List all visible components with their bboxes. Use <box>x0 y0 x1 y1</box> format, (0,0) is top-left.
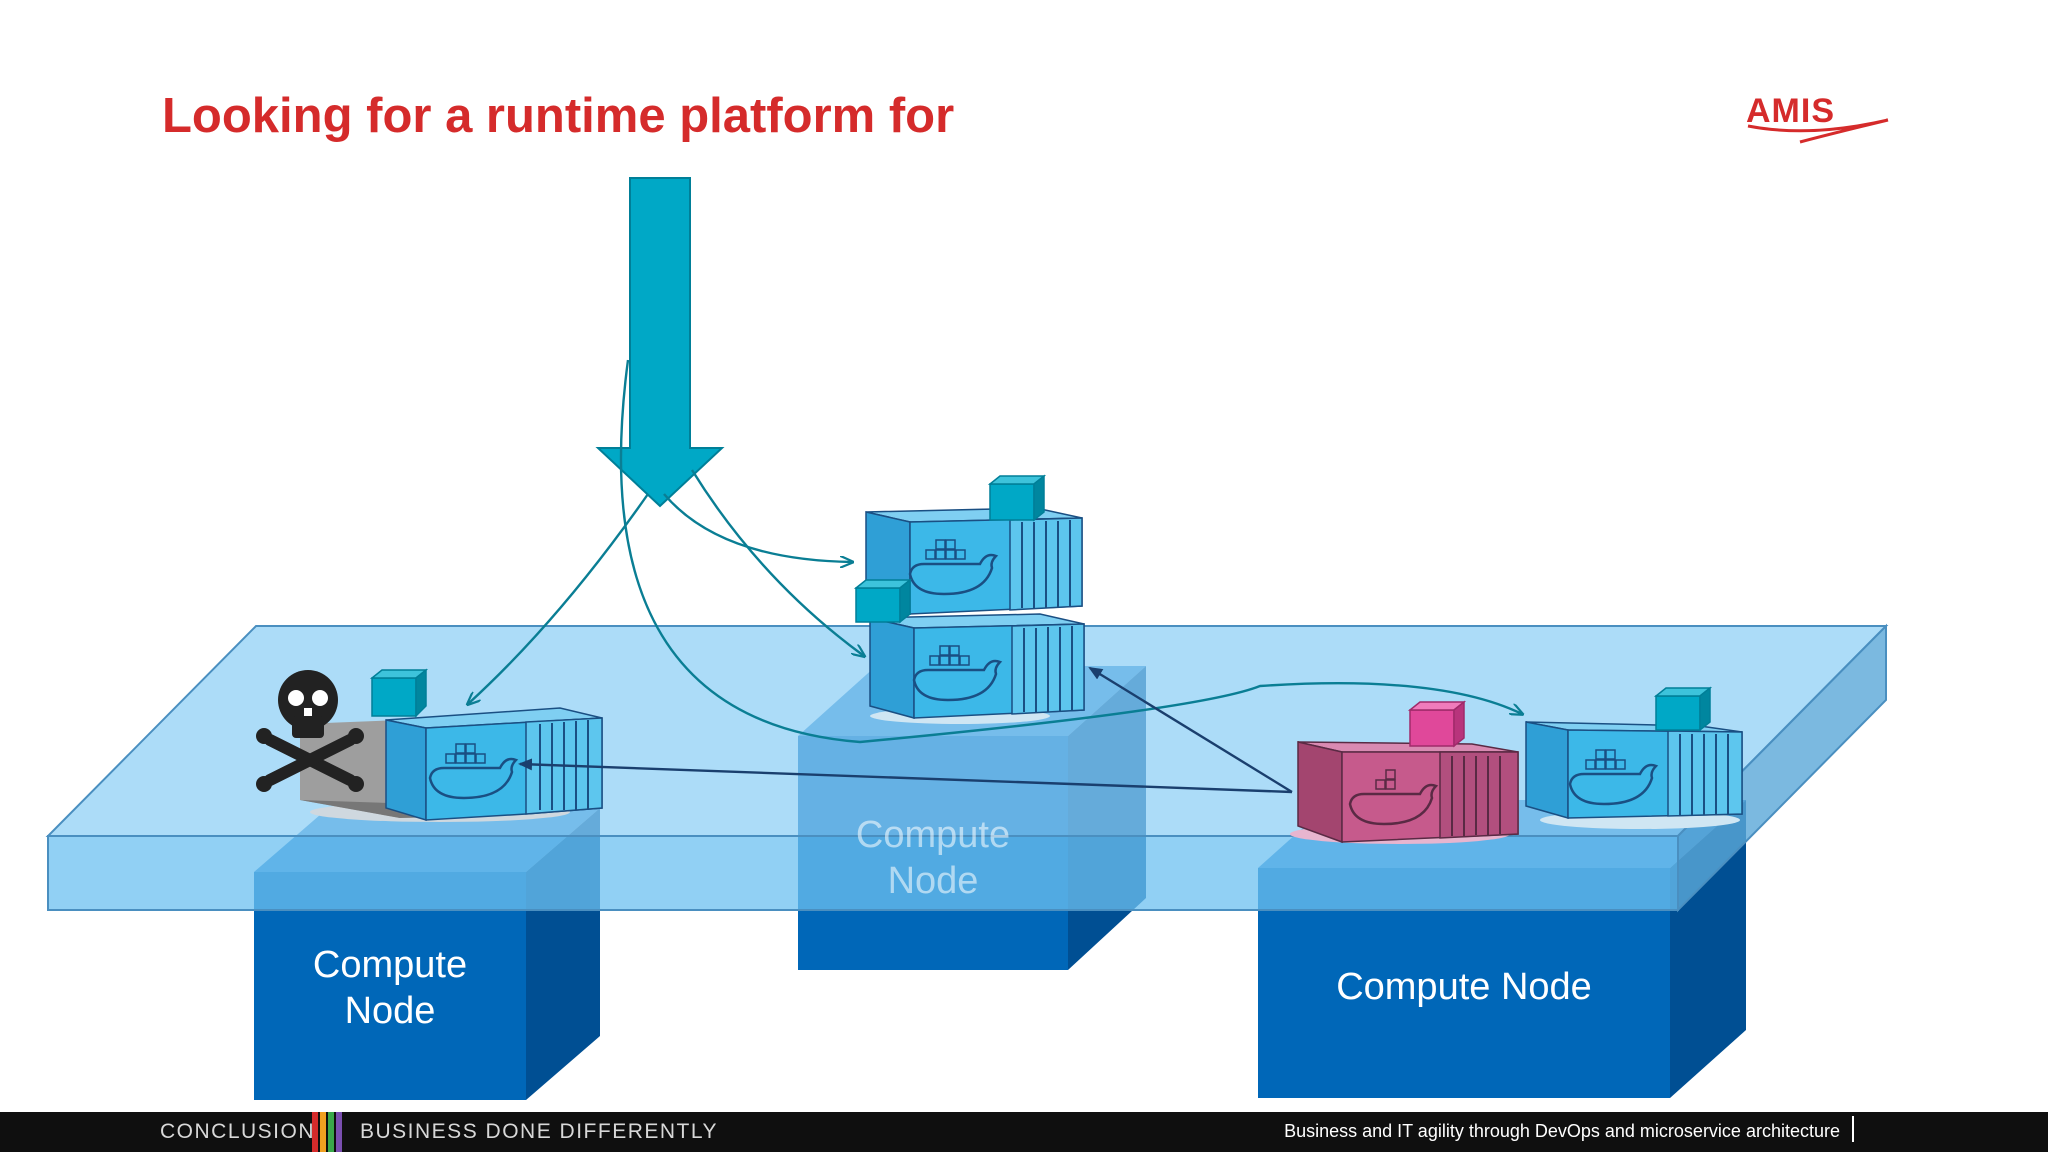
footer-tagline: Business and IT agility through DevOps a… <box>1284 1121 1840 1141</box>
deploy-arrow <box>595 177 725 508</box>
amis-logo: AMIS <box>1740 88 1890 148</box>
skull-crossbones-icon <box>256 670 364 792</box>
arrow-migrate-to-left <box>518 758 1293 794</box>
compute-node-middle-label: Compute Node <box>855 814 1011 902</box>
arrow-to-right-container <box>619 359 1522 744</box>
deployment-diagram <box>45 177 1889 1100</box>
arrow-to-middle-top <box>663 493 852 562</box>
footer-section: CONCLUSION <box>160 1120 316 1143</box>
container-middle-bottom <box>853 578 1085 724</box>
arrow-to-middle-bottom <box>690 469 864 656</box>
container-right-blue <box>1525 686 1743 829</box>
footer-bar: CONCLUSION BUSINESS DONE DIFFERENTLY Bus… <box>0 1112 2048 1152</box>
compute-node-right-label: Compute Node <box>1336 966 1592 1008</box>
compute-node-left-label: Compute Node <box>312 944 468 1032</box>
footer-color-bars <box>312 1112 352 1152</box>
container-right-pink <box>1290 700 1519 844</box>
container-middle-top <box>865 474 1083 615</box>
slide-title: Looking for a runtime platform for <box>162 89 955 143</box>
footer-divider <box>1852 1116 1854 1142</box>
container-left <box>300 668 603 822</box>
arrow-migrate-to-middle <box>1088 666 1293 794</box>
logo-text: AMIS <box>1746 92 1835 130</box>
footer-slogan: BUSINESS DONE DIFFERENTLY <box>360 1120 718 1143</box>
